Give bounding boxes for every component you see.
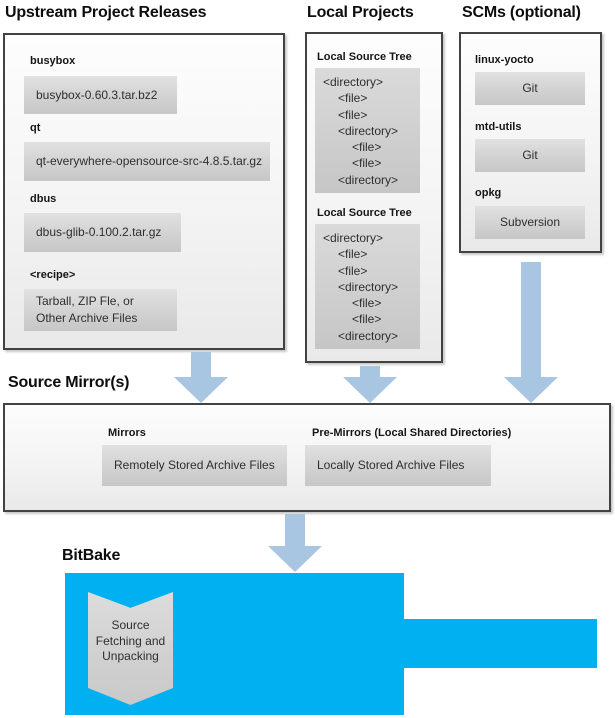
artifact-line: Other Archive Files bbox=[36, 311, 138, 325]
tree-line: <directory> bbox=[338, 279, 399, 294]
scms-to-mirrors-arrow bbox=[504, 262, 558, 403]
scm-type-box: Git bbox=[475, 72, 585, 105]
upstream-artifact-box: busybox-0.60.3.tar.bz2 bbox=[24, 76, 177, 114]
tree-line: <file> bbox=[338, 107, 368, 122]
tree-line: <directory> bbox=[323, 231, 384, 245]
pre-mirrors-box: Locally Stored Archive Files bbox=[305, 445, 491, 486]
scms-title: SCMs (optional) bbox=[462, 4, 581, 21]
upstream-item-label: <recipe> bbox=[30, 269, 76, 281]
upstream-artifact-box: dbus-glib-0.100.2.tar.gz bbox=[24, 213, 181, 252]
scm-item-label: opkg bbox=[475, 187, 502, 199]
tree-line: <file> bbox=[352, 296, 382, 311]
upstream-to-mirrors-arrow bbox=[174, 352, 228, 403]
upstream-panel: busybox busybox-0.60.3.tar.bz2 qt qt-eve… bbox=[3, 33, 285, 350]
local-to-mirrors-arrow bbox=[343, 366, 397, 403]
source-mirrors-panel: Mirrors Remotely Stored Archive Files Pr… bbox=[3, 403, 611, 512]
tree-line: <file> bbox=[338, 91, 368, 106]
mirrors-box: Remotely Stored Archive Files bbox=[102, 445, 287, 486]
ribbon-line: Unpacking bbox=[102, 649, 159, 664]
tree-line: <file> bbox=[338, 263, 368, 278]
bitbake-output-band bbox=[404, 619, 597, 668]
tree-line: <file> bbox=[338, 247, 368, 262]
scms-panel: linux-yocto Git mtd-utils Git opkg Subve… bbox=[459, 32, 602, 253]
tree-line: <directory> bbox=[338, 172, 399, 187]
local-projects-panel: Local Source Tree <directory> <file> <fi… bbox=[305, 32, 443, 363]
ribbon-line: Fetching and bbox=[95, 633, 166, 648]
local-source-tree-box: <directory> <file> <file> <directory> <f… bbox=[315, 224, 420, 349]
tree-line: <file> bbox=[352, 156, 382, 171]
tree-line: <directory> bbox=[323, 75, 384, 89]
upstream-artifact-box: Tarball, ZIP Fle, or Other Archive Files bbox=[24, 289, 177, 331]
upstream-item-label: qt bbox=[30, 122, 41, 134]
tree-line: <directory> bbox=[338, 328, 399, 343]
source-mirrors-title: Source Mirror(s) bbox=[8, 374, 130, 391]
bitbake-title: BitBake bbox=[62, 547, 121, 564]
ribbon-line: Source bbox=[111, 618, 150, 633]
mirrors-label: Mirrors bbox=[108, 427, 146, 439]
scm-type-box: Git bbox=[475, 139, 585, 172]
local-tree-label: Local Source Tree bbox=[317, 51, 412, 63]
scm-item-label: mtd-utils bbox=[475, 121, 522, 133]
scm-item-label: linux-yocto bbox=[475, 54, 534, 66]
pre-mirrors-label: Pre-Mirrors (Local Shared Directories) bbox=[312, 427, 512, 439]
artifact-line: Tarball, ZIP Fle, or bbox=[36, 294, 134, 308]
tree-line: <directory> bbox=[338, 123, 399, 138]
source-fetching-ribbon: Source Fetching and Unpacking bbox=[88, 592, 173, 705]
upstream-item-label: busybox bbox=[30, 55, 76, 67]
local-source-tree-box: <directory> <file> <file> <directory> <f… bbox=[315, 68, 420, 193]
tree-line: <file> bbox=[352, 140, 382, 155]
upstream-title: Upstream Project Releases bbox=[5, 4, 207, 21]
mirrors-to-bitbake-arrow bbox=[268, 514, 322, 572]
local-projects-title: Local Projects bbox=[307, 4, 414, 21]
tree-line: <file> bbox=[352, 312, 382, 327]
upstream-item-label: dbus bbox=[30, 193, 57, 205]
upstream-artifact-box: qt-everywhere-opensource-src-4.8.5.tar.g… bbox=[24, 142, 270, 181]
local-tree-label: Local Source Tree bbox=[317, 207, 412, 219]
scm-type-box: Subversion bbox=[475, 206, 585, 239]
